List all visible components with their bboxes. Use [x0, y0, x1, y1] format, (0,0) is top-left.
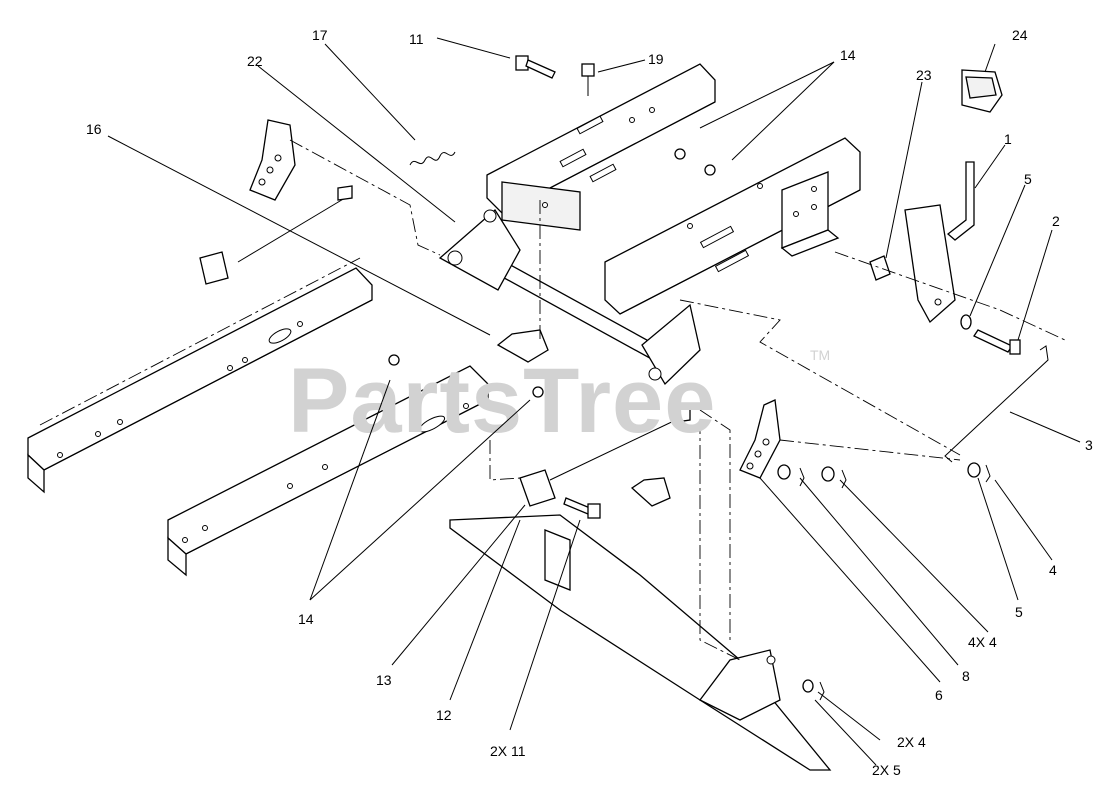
callout-1: 1 [1004, 131, 1012, 147]
cross-shaft [438, 209, 701, 386]
bolt-2 [960, 314, 1021, 355]
callout-5-mid: 5 [1015, 604, 1023, 620]
callout-labels: 17 11 19 22 14 24 23 1 16 5 2 3 4 5 4X 4… [86, 27, 1093, 778]
phantom-lines [289, 139, 1066, 661]
callout-4x4: 4X 4 [968, 634, 997, 650]
watermark: PartsTree TM [288, 347, 830, 452]
callout-17: 17 [312, 27, 328, 43]
callout-3: 3 [1085, 437, 1093, 453]
mount-bracket [780, 171, 840, 257]
callout-2x5: 2X 5 [872, 762, 901, 778]
spring [409, 151, 456, 166]
link-rod-upper [199, 185, 353, 285]
leader-lines [107, 37, 1081, 766]
callout-13: 13 [376, 672, 392, 688]
bolt-11-lower [563, 497, 601, 519]
shift-link-rod [944, 345, 1049, 463]
clip-upper [496, 329, 549, 363]
callout-22: 22 [247, 53, 263, 69]
pivot-bracket-left [249, 119, 296, 201]
callout-16: 16 [86, 121, 102, 137]
bolt-11 [515, 55, 556, 79]
callout-2: 2 [1052, 213, 1060, 229]
callout-11: 11 [409, 31, 424, 47]
link-rod-lower [519, 407, 691, 507]
callout-14-bottom: 14 [298, 611, 314, 627]
callout-23: 23 [916, 67, 932, 83]
pivot-bracket-right [739, 399, 781, 479]
callout-24: 24 [1012, 27, 1028, 43]
top-cross-bracket [486, 63, 716, 231]
callout-2x4: 2X 4 [897, 734, 926, 750]
lower-frame-rail [167, 365, 489, 577]
callout-5-top: 5 [1024, 171, 1032, 187]
callout-2x11: 2X 11 [490, 743, 526, 759]
callout-19: 19 [648, 51, 664, 67]
nuts [388, 148, 716, 398]
spacer [869, 255, 891, 281]
callout-6: 6 [935, 687, 943, 703]
callout-8: 8 [962, 668, 970, 684]
deck-bracket [449, 514, 832, 771]
callout-14-top: 14 [840, 47, 856, 63]
clip-lower [630, 477, 671, 507]
callout-4: 4 [1049, 562, 1057, 578]
callout-12: 12 [436, 707, 452, 723]
watermark-text: PartsTree [288, 350, 716, 452]
bolt-19 [581, 63, 595, 96]
watermark-tm: TM [810, 347, 830, 363]
washers-right [777, 462, 991, 489]
shift-lever [904, 69, 1003, 324]
left-frame-rail [27, 257, 373, 494]
